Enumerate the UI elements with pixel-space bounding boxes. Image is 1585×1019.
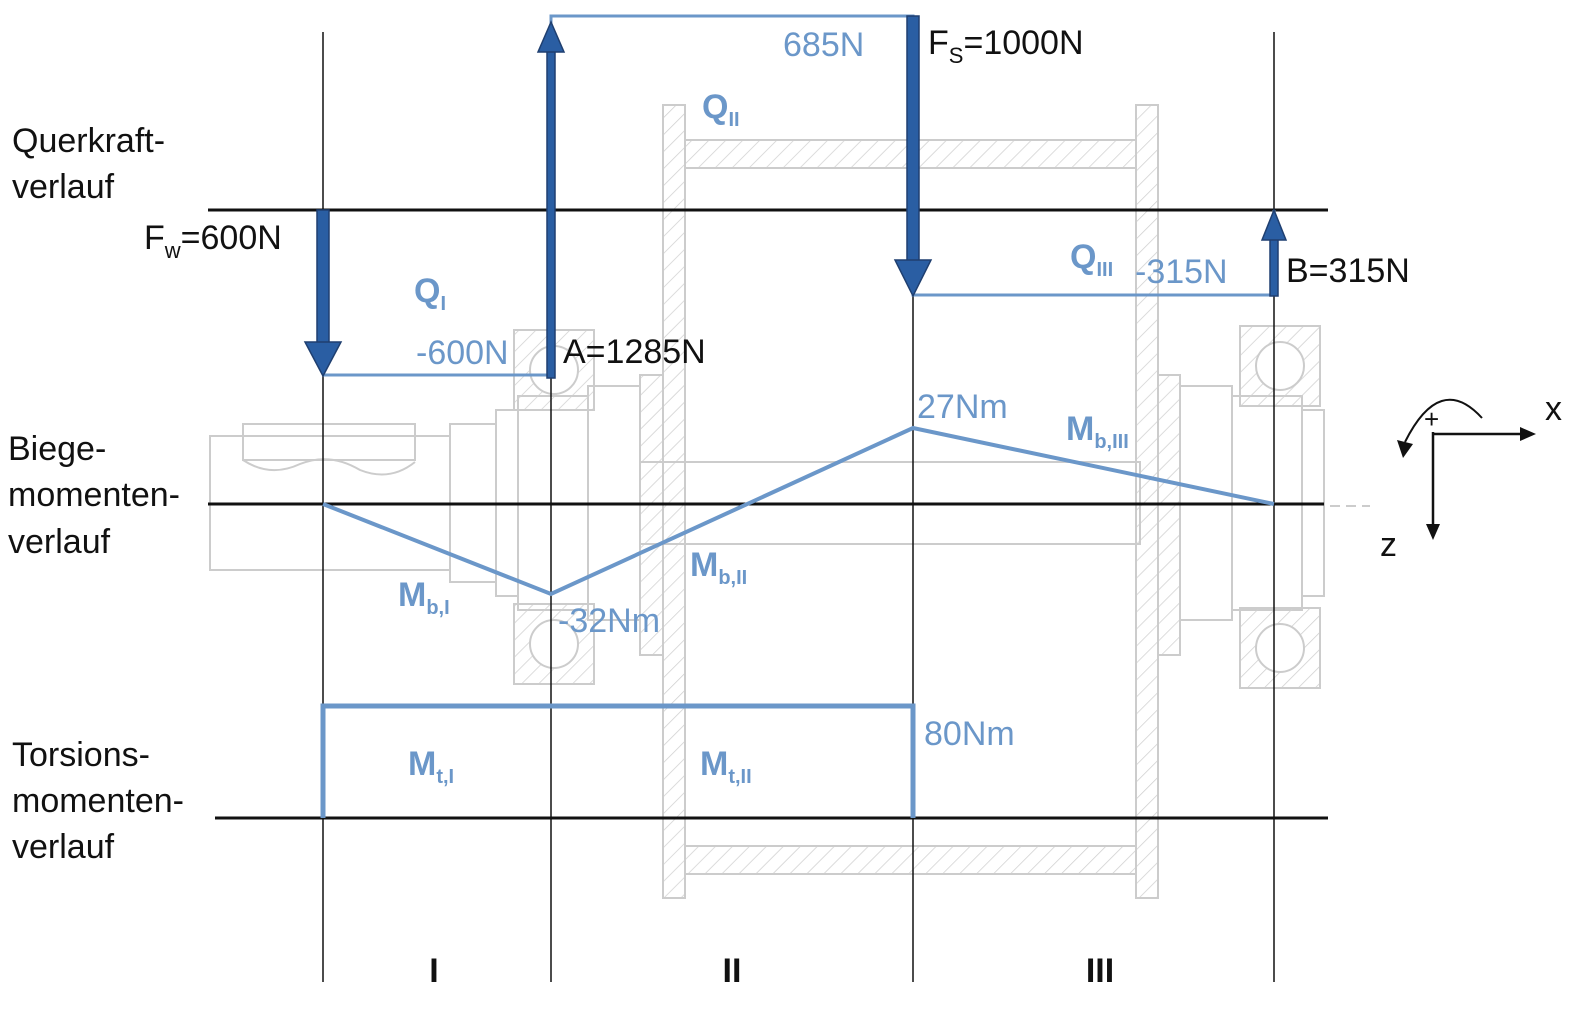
torsion-value: 80Nm <box>924 715 1015 753</box>
force-b-label: B=315N <box>1286 252 1410 290</box>
bending-row-label-line2: momenten- <box>8 476 180 514</box>
bearing-b-bottom-ball <box>1255 623 1305 673</box>
section-label-2: II <box>723 952 742 990</box>
axis-labels: x z + <box>1380 390 1562 564</box>
bending-value-min: -32Nm <box>558 602 660 640</box>
torsion-moment-curve <box>320 703 916 818</box>
x-axis-label: x <box>1545 390 1562 428</box>
shear-annotations: -600N 685N -315N QI QII QIII <box>414 26 1228 372</box>
force-a-label: A=1285N <box>563 333 706 371</box>
bearing-a-bottom-ball <box>529 619 579 669</box>
bending-annotations: -32Nm 27Nm Mb,I Mb,II Mb,III <box>398 388 1129 640</box>
shear-force-curve <box>323 14 1276 377</box>
baselines <box>208 208 1328 820</box>
shaft-assembly-drawing <box>209 104 1370 899</box>
rotation-arrowhead <box>1397 440 1413 458</box>
force-fs-label: FS=1000N <box>928 24 1084 68</box>
bending-label-m3: Mb,III <box>1066 410 1129 453</box>
torsion-row-label-line3: verlauf <box>12 828 115 866</box>
drum-bottom-shell <box>684 845 1137 875</box>
bending-value-max: 27Nm <box>917 388 1008 426</box>
bending-moment-curve <box>322 425 1275 597</box>
bearing-b-top <box>1239 325 1321 407</box>
drum-left-wall <box>662 104 686 899</box>
torsion-row-label-line1: Torsions- <box>12 736 150 774</box>
shear-row-label-line2: verlauf <box>12 168 115 206</box>
z-axis-arrowhead <box>1426 524 1440 540</box>
section-label-1: I <box>429 952 438 990</box>
torsion-label-t1: Mt,I <box>408 745 454 788</box>
shaft-key <box>242 423 416 461</box>
shaft-break-line <box>242 458 416 476</box>
coordinate-system <box>1397 398 1536 540</box>
rotation-arc <box>1404 398 1483 443</box>
section-numerals: I II III <box>429 952 1114 990</box>
force-fw-arrow <box>303 209 343 378</box>
bearing-b-top-ball <box>1255 341 1305 391</box>
shear-value-q2: 685N <box>783 26 864 64</box>
row-labels: Querkraft- verlauf Biege- momenten- verl… <box>8 122 184 866</box>
force-fw-label: Fw=600N <box>144 219 282 263</box>
bending-label-m1: Mb,I <box>398 576 450 619</box>
shear-label-q2: QII <box>702 88 740 131</box>
bending-row-label-line1: Biege- <box>8 430 106 468</box>
z-axis-label: z <box>1380 526 1397 564</box>
shear-row-label-line1: Querkraft- <box>12 122 165 160</box>
force-labels: Fw=600N FS=1000N A=1285N B=315N <box>144 24 1410 371</box>
rotation-sign: + <box>1424 404 1439 434</box>
section-lines <box>322 32 1275 982</box>
shear-value-q1: -600N <box>416 334 509 372</box>
force-arrows <box>303 15 1288 379</box>
force-b-arrow <box>1260 207 1288 297</box>
shear-label-q3: QIII <box>1070 238 1113 281</box>
torsion-label-t2: Mt,II <box>700 745 752 788</box>
shear-label-q1: QI <box>414 272 446 315</box>
force-fs-arrow <box>893 15 933 298</box>
drum-hub-right <box>1157 374 1181 656</box>
section-label-3: III <box>1086 952 1114 990</box>
torsion-annotations: 80Nm Mt,I Mt,II <box>408 715 1015 788</box>
x-axis-arrowhead <box>1520 427 1536 441</box>
force-a-arrow <box>536 20 566 379</box>
shear-value-q3: -315N <box>1135 253 1228 291</box>
bending-row-label-line3: verlauf <box>8 523 111 561</box>
bending-label-m2: Mb,II <box>690 546 747 589</box>
torsion-row-label-line2: momenten- <box>12 782 184 820</box>
